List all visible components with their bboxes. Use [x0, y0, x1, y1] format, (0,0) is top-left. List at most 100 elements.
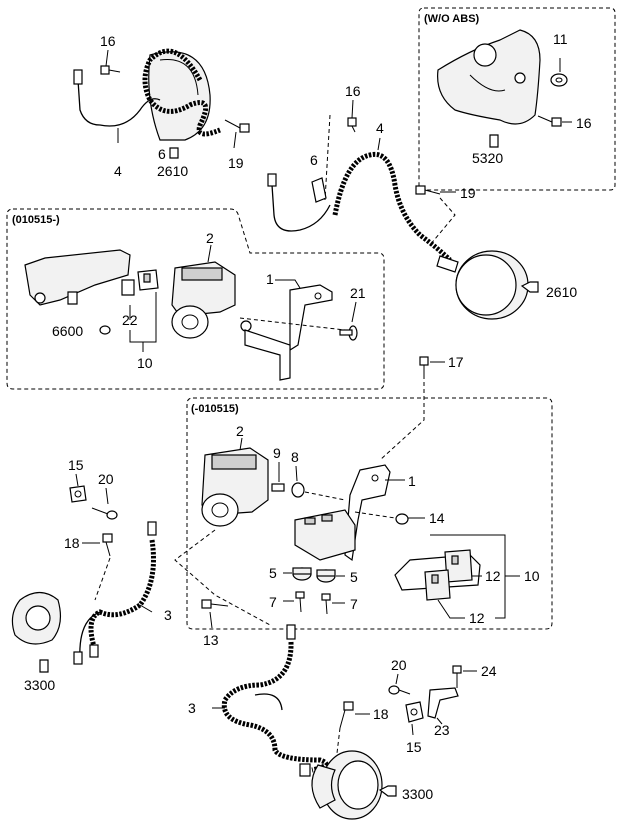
label-20a: 20 [98, 471, 114, 487]
relay-clip-icon [121, 279, 135, 296]
label-24: 24 [481, 663, 497, 679]
relay-12a-icon [444, 549, 473, 583]
bolt-16a-icon [100, 65, 121, 75]
dust-cover-icon [148, 51, 211, 141]
label-2610b: 2610 [546, 284, 577, 300]
insulator-5a-icon [292, 567, 312, 581]
wo-abs-parts: 11 16 5320 [437, 29, 592, 166]
label-5a: 5 [269, 565, 277, 581]
brake-hose-front-left [142, 48, 221, 137]
hecu-unit-2-icon [171, 261, 252, 339]
new-abs-frame [6, 208, 385, 390]
label-10b: 10 [524, 568, 540, 584]
label-6a: 6 [158, 146, 166, 162]
bolt-7b-icon [321, 593, 331, 615]
clip-15b-icon [405, 701, 424, 723]
label-19b: 19 [460, 185, 476, 201]
bolt-18b-icon [339, 701, 354, 729]
front-right-sensor-assembly: 16 4 6 19 2610 [267, 83, 577, 320]
sensor-wire-3b [221, 641, 329, 773]
bolt-20b-icon [388, 685, 411, 695]
label-12b: 12 [469, 610, 485, 626]
brake-hose-front-right [332, 151, 452, 262]
label-5320: 5320 [472, 150, 503, 166]
label-16b: 16 [345, 83, 361, 99]
sensor-wire-4b [271, 184, 331, 232]
label-3300b: 3300 [402, 786, 433, 802]
label-3a: 3 [164, 607, 172, 623]
label-6b: 6 [310, 152, 318, 168]
label-16c: 16 [576, 115, 592, 131]
label-7a: 7 [269, 594, 277, 610]
bolt-19a-icon [224, 119, 250, 133]
fitting-9-icon [271, 483, 285, 492]
label-11: 11 [553, 31, 568, 47]
old-abs-parts: 2 9 8 1 14 [201, 423, 540, 626]
label-10a: 10 [137, 355, 153, 371]
label-8: 8 [291, 449, 299, 465]
washer-22-icon [99, 325, 111, 335]
knuckle-shield-icon [437, 29, 541, 125]
label-2a: 2 [206, 230, 214, 246]
bracket-1a-icon [244, 284, 333, 381]
relay-12b-icon [424, 569, 451, 601]
bracket-23-icon [427, 687, 459, 719]
label-15a: 15 [68, 457, 84, 473]
rear-left-sensor-assembly: 15 20 18 3 3300 [11, 457, 172, 693]
nut-14-icon [395, 513, 409, 525]
new-abs-parts: 6600 22 10 2 1 [24, 230, 366, 381]
bolt-7a-icon [295, 591, 305, 613]
label-4a: 4 [114, 163, 122, 179]
new-abs-title: (010515-) [12, 214, 60, 226]
bolt-16b-icon [347, 117, 357, 133]
label-1b: 1 [408, 473, 416, 489]
sensor-wire-4a [77, 79, 161, 127]
bolt-24-icon [452, 665, 462, 688]
wo-abs-title: (W/O ABS) [424, 13, 480, 25]
label-12a: 12 [485, 568, 501, 584]
old-abs-frame [186, 397, 553, 630]
label-7b: 7 [350, 596, 358, 612]
insulator-5b-icon [316, 569, 336, 583]
old-abs-title: (-010515) [191, 403, 239, 415]
label-6600: 6600 [52, 323, 83, 339]
label-3b: 3 [188, 700, 196, 716]
bolt-17-icon [419, 356, 429, 375]
label-22: 22 [122, 312, 138, 328]
speed-sensor-icon [436, 255, 459, 273]
sensor-connector-icon [73, 69, 83, 85]
bracket-6-icon [311, 177, 327, 203]
rear-disc-3300b-icon [311, 750, 383, 820]
label-4b: 4 [376, 120, 384, 136]
label-18a: 18 [64, 535, 80, 551]
label-17: 17 [448, 354, 464, 370]
rear-clips-assembly: 20 15 23 24 [388, 657, 497, 755]
label-14: 14 [429, 510, 445, 526]
wo-abs-frame [418, 7, 616, 191]
label-13: 13 [203, 632, 219, 648]
hecu-unit-2b-icon [201, 447, 269, 527]
label-19a: 19 [228, 155, 244, 171]
front-left-sensor-assembly: 16 4 6 2610 19 [73, 33, 250, 179]
label-3300a: 3300 [24, 677, 55, 693]
grommet-8-icon [291, 482, 305, 498]
bolt-21-icon [339, 325, 358, 341]
label-23: 23 [434, 722, 450, 738]
bolt-20a-icon [91, 507, 118, 520]
label-15b: 15 [406, 739, 422, 755]
nut-11-icon [550, 73, 568, 87]
bolt-19b-icon [415, 185, 441, 195]
label-9: 9 [273, 445, 281, 461]
label-21: 21 [350, 285, 366, 301]
clip-15a-icon [69, 485, 87, 503]
ref-hand-icon [169, 147, 179, 159]
label-2610a: 2610 [157, 163, 188, 179]
label-16a: 16 [100, 33, 116, 49]
label-2b: 2 [236, 423, 244, 439]
label-5b: 5 [350, 569, 358, 585]
bracket-1b-icon [294, 464, 391, 562]
rear-hub-3300a-icon [11, 591, 62, 645]
label-18b: 18 [373, 706, 389, 722]
bolt-16c-icon [537, 115, 562, 127]
